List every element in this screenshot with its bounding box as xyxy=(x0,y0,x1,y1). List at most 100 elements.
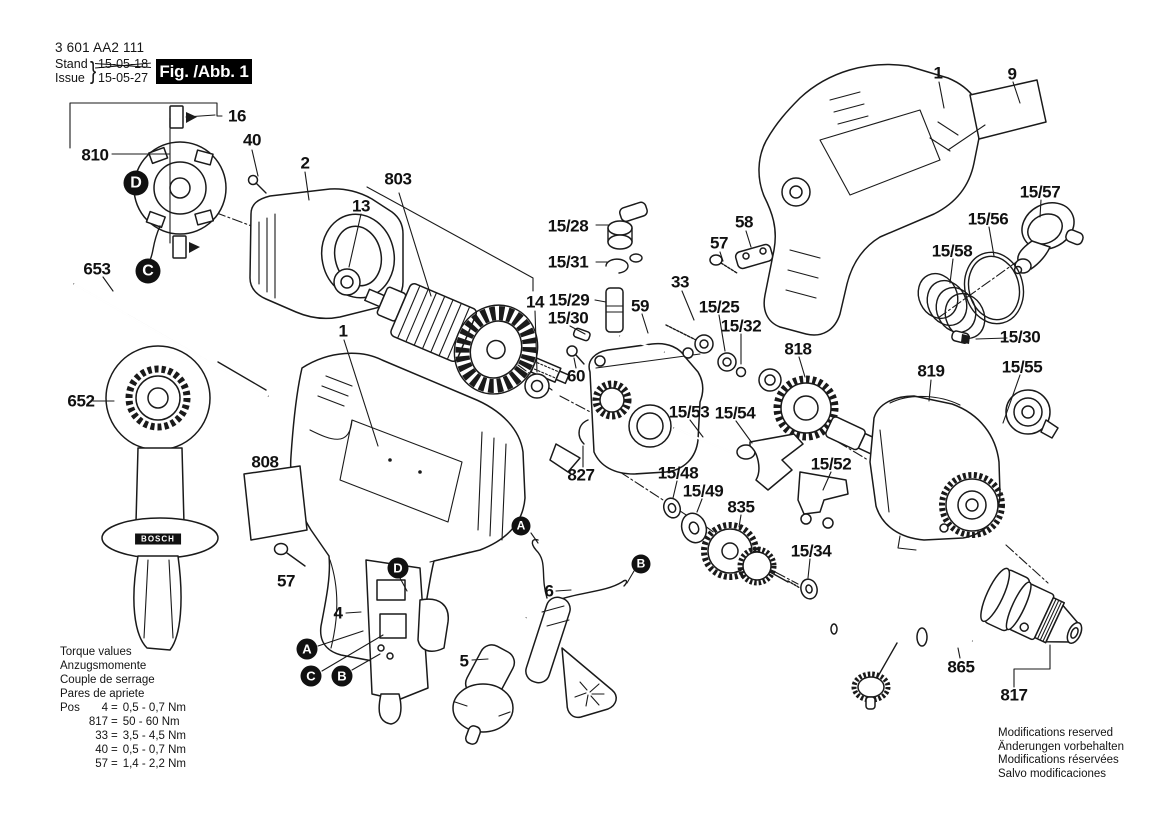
carbon-brush-icon xyxy=(169,105,200,259)
callout-1: 1 xyxy=(933,63,943,83)
callout-1: 1 xyxy=(338,321,348,341)
figure-label: Fig. /Abb. 1 xyxy=(156,59,252,84)
callout-15-31: 15/31 xyxy=(547,252,589,272)
chuck-drawing xyxy=(980,567,1083,644)
title-block: 3 601 AA2 111 Stand Issue } 15-05-18 15-… xyxy=(55,40,148,86)
chuck-key-drawing xyxy=(830,623,973,710)
callout-818: 818 xyxy=(784,339,812,359)
callout-817: 817 xyxy=(1000,685,1028,705)
torque-table: Torque values Anzugsmomente Couple de se… xyxy=(60,645,186,771)
callout-15-53: 15/53 xyxy=(668,402,710,422)
callout-33: 33 xyxy=(670,272,690,292)
stand-date: 15-05-18 xyxy=(98,57,149,71)
power-cord-drawing xyxy=(525,538,628,719)
callout-652: 652 xyxy=(67,391,95,411)
callout-60: 60 xyxy=(566,366,586,386)
marker-C: C xyxy=(300,665,322,687)
revision-brace: } xyxy=(89,57,96,85)
stand-label: Stand xyxy=(55,57,88,71)
torque-title-de: Anzugsmomente xyxy=(60,660,147,672)
callout-15-25: 15/25 xyxy=(698,297,740,317)
callout-827: 827 xyxy=(567,465,595,485)
screw-57-drawing xyxy=(273,542,306,567)
revision-block: Stand Issue } 15-05-18 15-05-27 xyxy=(55,57,148,86)
callout-865: 865 xyxy=(947,657,975,677)
leader-lines xyxy=(69,81,1051,688)
callout-803: 803 xyxy=(384,169,412,189)
marker-C: C xyxy=(135,258,161,284)
torque-title: Torque values xyxy=(60,646,132,658)
bearing-13-drawing xyxy=(333,268,361,296)
intermediate-gear-drawing xyxy=(701,522,818,600)
callout-819: 819 xyxy=(917,361,945,381)
torque-row: 817 = 50 - 60 Nm xyxy=(88,716,180,728)
modifications-note: Modifications reserved Änderungen vorbeh… xyxy=(998,727,1124,780)
sticker-9-drawing xyxy=(969,79,1047,140)
callout-15-57: 15/57 xyxy=(1019,182,1061,202)
callout-15-56: 15/56 xyxy=(967,209,1009,229)
marker-A: A xyxy=(296,638,318,660)
marker-D: D xyxy=(387,557,409,579)
marker-B: B xyxy=(631,554,651,574)
callout-59: 59 xyxy=(630,296,650,316)
callout-15-48: 15/48 xyxy=(657,463,699,483)
torque-row: Pos 4 = 0,5 - 0,7 Nm xyxy=(60,702,186,714)
torque-title-fr: Couple de serrage xyxy=(60,674,155,686)
callout-58: 58 xyxy=(734,212,754,232)
callout-57: 57 xyxy=(276,571,296,591)
callout-15-28: 15/28 xyxy=(547,216,589,236)
callout-16: 16 xyxy=(227,106,247,126)
marker-D: D xyxy=(123,170,149,196)
callout-808: 808 xyxy=(251,452,279,472)
callout-15-52: 15/52 xyxy=(810,454,852,474)
callout-15-32: 15/32 xyxy=(720,316,762,336)
callout-15-34: 15/34 xyxy=(790,541,832,561)
bearing-14-drawing xyxy=(524,373,550,399)
callout-835: 835 xyxy=(727,497,755,517)
marker-A: A xyxy=(511,516,531,536)
screw-40-drawing xyxy=(247,174,267,194)
callout-9: 9 xyxy=(1007,64,1017,84)
callout-2: 2 xyxy=(300,153,310,173)
torque-row: 57 = 1,4 - 2,2 Nm xyxy=(95,758,186,770)
bearing-flange-drawing xyxy=(1005,389,1059,439)
callout-15-49: 15/49 xyxy=(682,481,724,501)
callout-15-30: 15/30 xyxy=(547,308,589,328)
callout-15-29: 15/29 xyxy=(548,290,590,310)
gear-cover-drawing xyxy=(869,395,1005,551)
callout-40: 40 xyxy=(242,130,262,150)
issue-label: Issue xyxy=(55,70,85,85)
marker-B: B xyxy=(331,665,353,687)
shift-parts-drawing xyxy=(673,427,849,529)
brush-plate-drawing xyxy=(133,141,227,269)
issue-date: 15-05-27 xyxy=(98,70,149,85)
callout-810: 810 xyxy=(81,145,109,165)
callout-15-30: 15/30 xyxy=(999,327,1041,347)
small-fasteners-drawing xyxy=(619,324,747,378)
brand-plate: BOSCH xyxy=(135,533,181,545)
part-number: 3 601 AA2 111 xyxy=(55,40,145,55)
callout-5: 5 xyxy=(459,651,469,671)
callout-6: 6 xyxy=(544,581,554,601)
o-ring-drawing xyxy=(963,251,1025,325)
callout-15-54: 15/54 xyxy=(714,403,756,423)
washers-drawing xyxy=(662,497,708,544)
callout-13: 13 xyxy=(351,196,371,216)
torque-title-es: Pares de apriete xyxy=(60,688,145,700)
callout-4: 4 xyxy=(333,603,343,623)
impact-parts-drawing xyxy=(566,201,648,365)
cord-sleeve-drawing xyxy=(452,617,528,745)
sticker-808-drawing xyxy=(243,465,308,541)
armature-drawing xyxy=(364,283,570,395)
switch-drawing xyxy=(365,559,449,725)
selector-knob-drawing xyxy=(1013,202,1084,275)
callout-15-58: 15/58 xyxy=(931,241,973,261)
pin-15-30-drawing xyxy=(951,330,970,344)
motor-housing-right-drawing xyxy=(758,63,983,336)
callout-14: 14 xyxy=(525,292,545,312)
torque-row: 33 = 3,5 - 4,5 Nm xyxy=(95,730,186,742)
callout-57: 57 xyxy=(709,233,729,253)
callout-653: 653 xyxy=(83,259,111,279)
torque-row: 40 = 0,5 - 0,7 Nm xyxy=(95,744,186,756)
